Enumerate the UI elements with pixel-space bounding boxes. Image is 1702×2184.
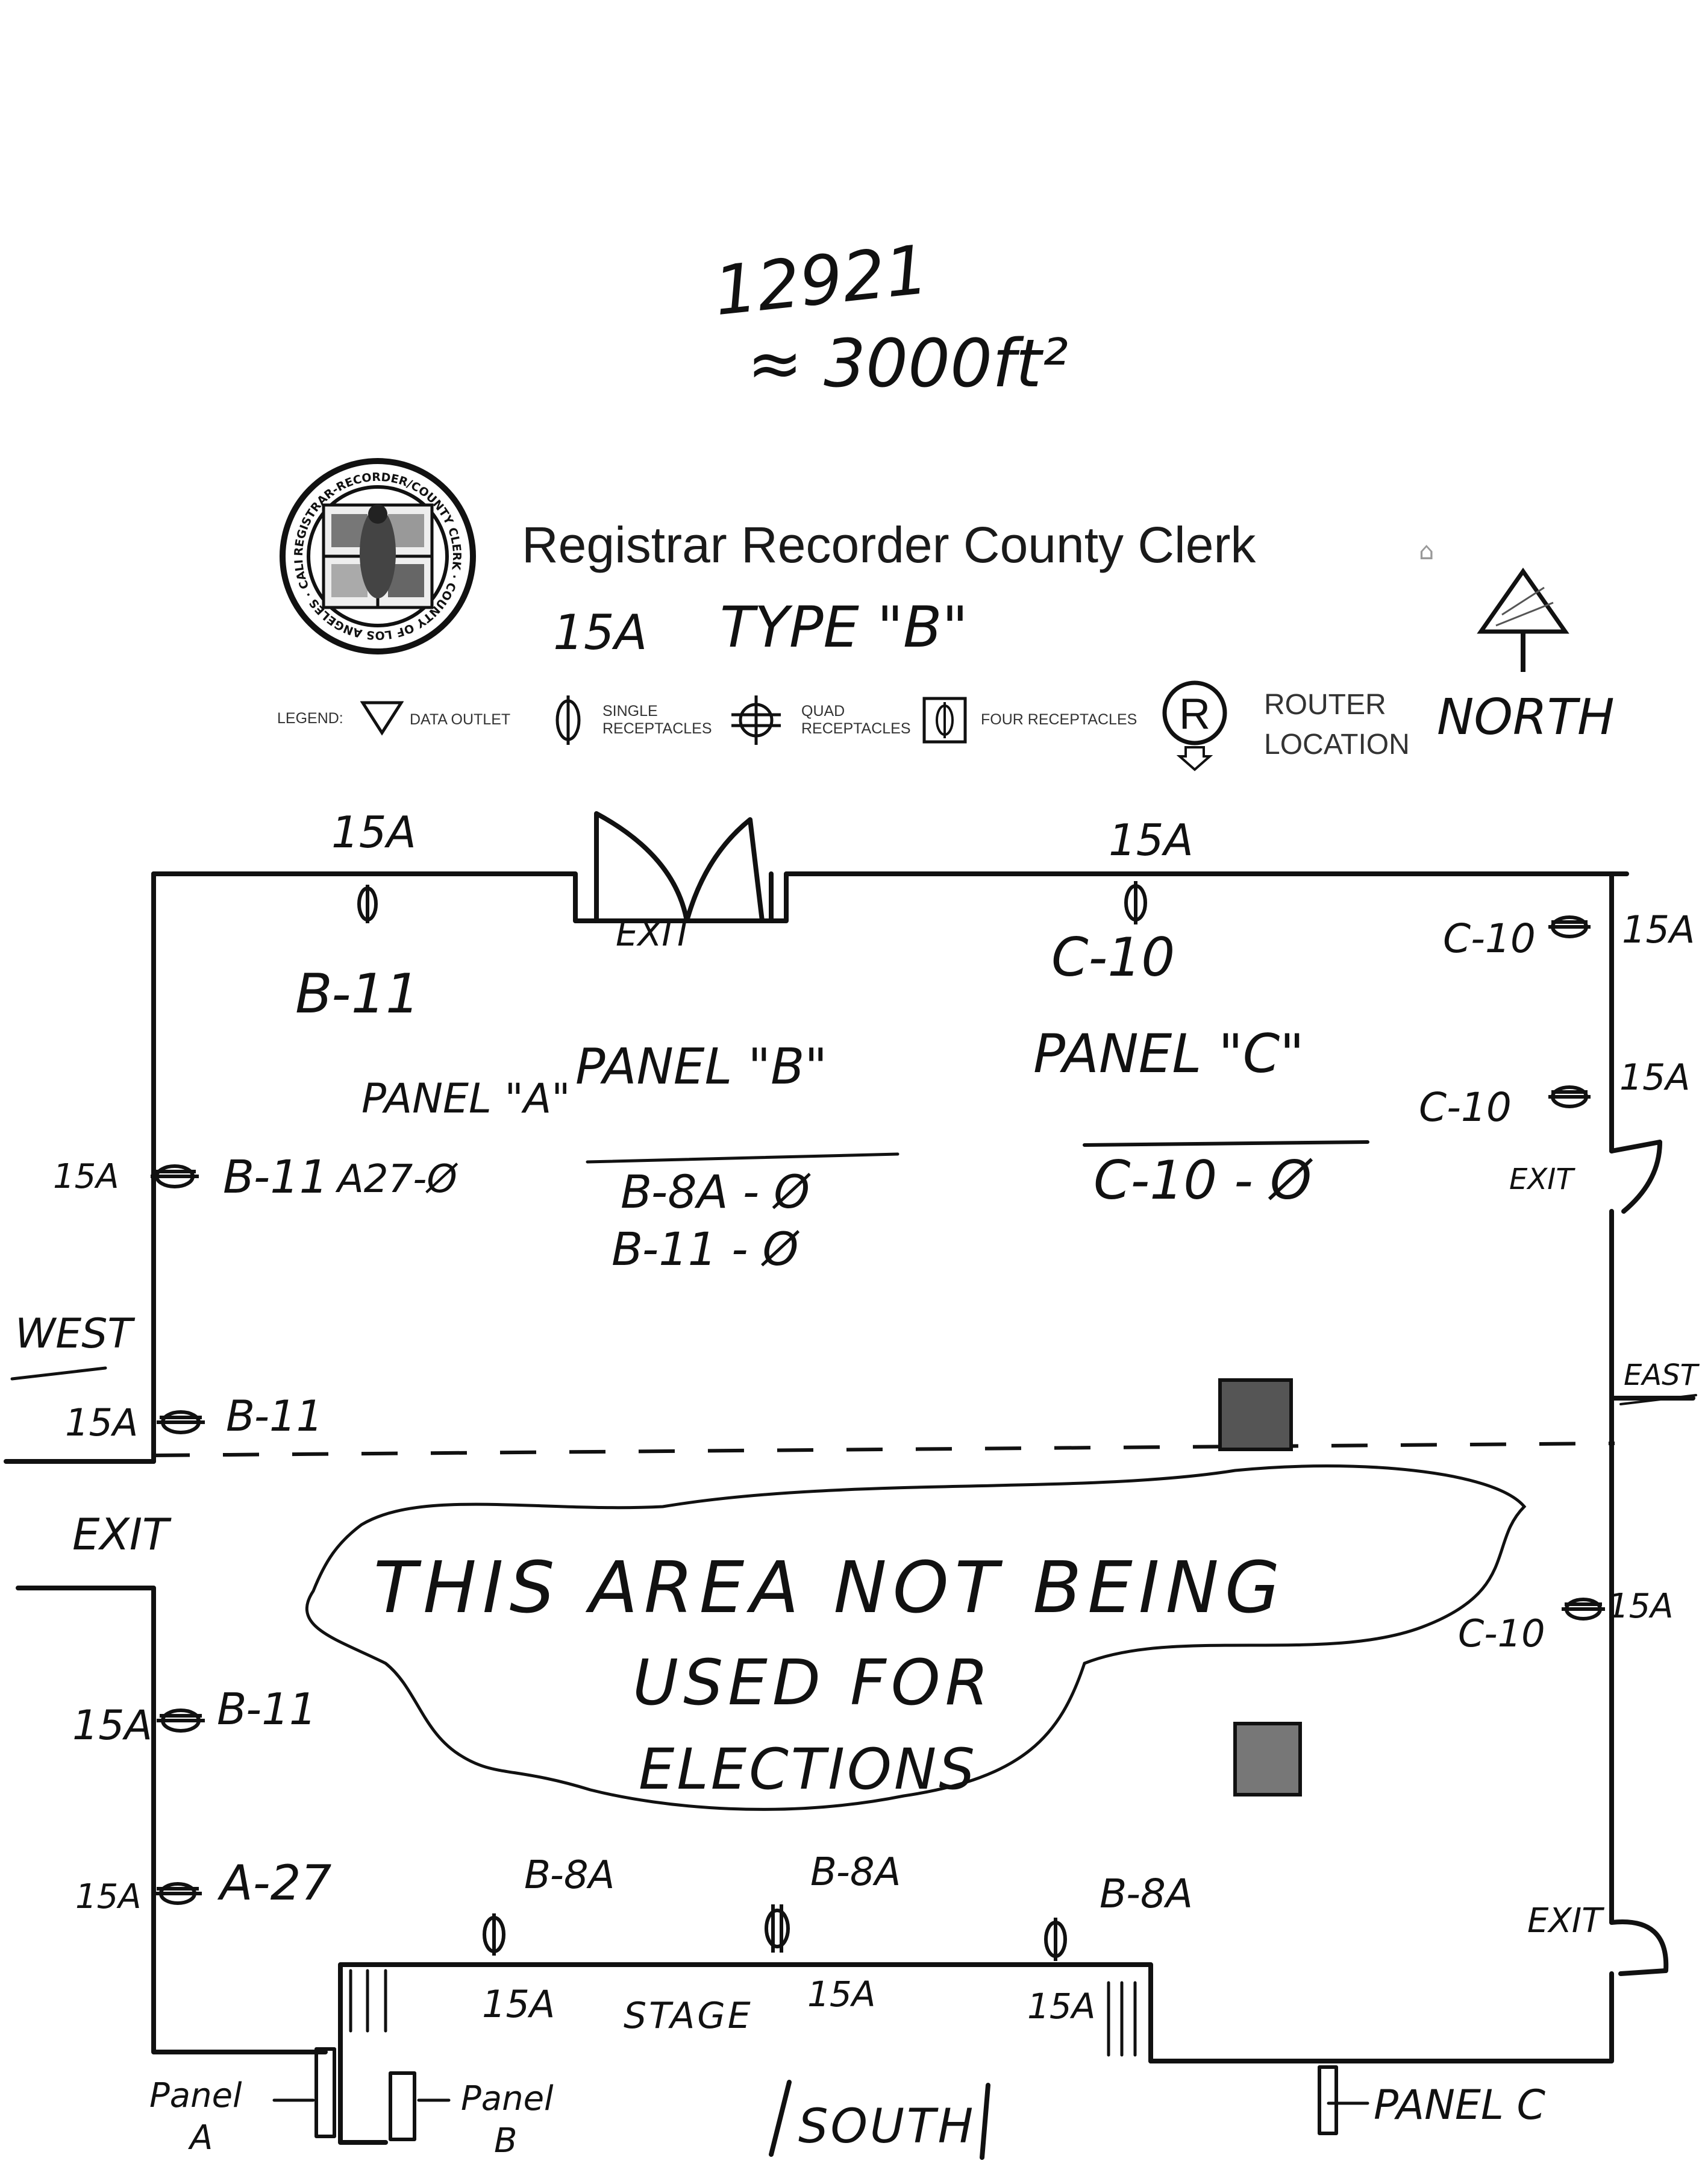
west-label: WEST	[15, 1310, 133, 1358]
outlet-bottom2-circuit: B-8A	[810, 1850, 901, 1895]
panel-b-title: PANEL "B"	[575, 1038, 828, 1096]
type-label: TYPE "B"	[720, 595, 968, 661]
amp-label: 15A	[553, 604, 648, 661]
panel-a-circuit: A27-Ø	[337, 1157, 457, 1202]
outlet-bottom1-amp: 15A	[482, 1982, 555, 2026]
outlet-right-mid-circuit: C-10	[1419, 1084, 1512, 1131]
outlet-right-top-amp: 15A	[1622, 908, 1695, 952]
panel-b-circuit-1: B-8A - Ø	[621, 1165, 810, 1219]
outlet-right-low-amp: 15A	[1607, 1587, 1674, 1626]
panel-c-box	[1318, 2065, 1338, 2135]
outlet-top-mid-amp: 15A	[1109, 815, 1194, 865]
outlet-top-left-circuit: B-11	[295, 962, 421, 1026]
router-icon: R	[1162, 680, 1227, 771]
county-seal-logo: REGISTRAR-RECORDER/COUNTY CLERK · COUNTY…	[278, 457, 476, 654]
east-exit-top-label: EXIT	[1509, 1163, 1574, 1196]
outlet-bottom2-amp: 15A	[807, 1974, 876, 2015]
legend-single-label: SINGLE RECEPTACLES	[602, 703, 712, 737]
panel-a-title: PANEL "A"	[361, 1075, 571, 1123]
receptacle-left-3	[157, 1709, 205, 1733]
outlet-top-mid-circuit: C-10	[1051, 926, 1175, 988]
outlet-left1-circuit: B-11	[223, 1150, 328, 1203]
outlet-left4-circuit: A-27	[220, 1855, 332, 1911]
column-south	[1233, 1722, 1302, 1796]
legend-data-outlet-label: DATA OUTLET	[410, 711, 511, 728]
svg-text:R: R	[1179, 690, 1210, 738]
north-exit-label: EXIT	[616, 913, 693, 954]
outlet-right-mid-amp: 15A	[1619, 1056, 1691, 1099]
panel-c-location: PANEL C	[1374, 2082, 1545, 2129]
receptacle-top-left	[357, 885, 378, 923]
single-receptacle-icon	[555, 695, 581, 745]
area-note: ≈ 3000ft²	[747, 325, 1069, 402]
unused-area-line3: ELECTIONS	[639, 1737, 977, 1803]
column-north	[1218, 1378, 1293, 1451]
unused-area-line1: THIS AREA NOT BEING	[374, 1546, 1286, 1629]
panel-a-location-line2: A	[190, 2118, 213, 2157]
org-title: Registrar Recorder County Clerk	[522, 516, 1256, 573]
receptacle-right-2	[1548, 1085, 1591, 1108]
home-icon: ⌂	[1419, 538, 1434, 565]
legend-four-label: FOUR RECEPTACLES	[981, 711, 1137, 728]
east-exit-bottom-label: EXIT	[1527, 1901, 1603, 1941]
stage-outline	[338, 1962, 1153, 2063]
area-divider-line	[153, 1442, 1615, 1457]
outlet-left1-amp: 15A	[53, 1157, 119, 1196]
receptacle-left-2	[157, 1410, 205, 1434]
data-outlet-triangle-icon	[360, 701, 404, 736]
receptacle-bottom-1	[483, 1913, 505, 1956]
outlet-bottom3-circuit: B-8A	[1100, 1871, 1194, 1917]
quad-receptacle-icon	[731, 695, 781, 745]
outlet-top-left-amp: 15A	[331, 807, 416, 858]
panel-b-box	[389, 2071, 416, 2141]
legend-title: LEGEND:	[277, 710, 343, 727]
outlet-left3-circuit: B-11	[217, 1684, 317, 1734]
unused-area-cloud	[305, 1464, 1527, 1811]
north-arrow-icon	[1477, 567, 1569, 672]
receptacle-left-1	[151, 1164, 199, 1188]
router-label-line1: ROUTER	[1264, 689, 1386, 721]
south-label: SOUTH	[798, 2100, 976, 2154]
receptacle-bottom-2	[765, 1904, 790, 1953]
panel-a-box	[314, 2047, 336, 2138]
receptacle-bottom-3	[1044, 1918, 1067, 1961]
outlet-bottom1-circuit: B-8A	[524, 1853, 615, 1898]
panel-b-location-line1: Panel	[461, 2079, 554, 2118]
four-receptacle-box-icon	[922, 697, 967, 744]
panel-c-circuit: C-10 - Ø	[1093, 1149, 1312, 1211]
panel-a-location-line1: Panel	[149, 2076, 242, 2115]
legend-quad-label: QUAD RECEPTACLES	[801, 703, 911, 737]
unused-area-line2: USED FOR	[633, 1646, 993, 1719]
outlet-left4-amp: 15A	[75, 1877, 142, 1916]
receptacle-left-4	[154, 1882, 202, 1905]
outlet-left2-circuit: B-11	[226, 1392, 324, 1441]
router-label-line2: LOCATION	[1264, 729, 1410, 761]
panel-b-circuit-2: B-11 - Ø	[612, 1222, 799, 1276]
receptacle-right-1	[1548, 915, 1591, 938]
outlet-right-low-circuit: C-10	[1458, 1611, 1545, 1655]
north-label: NORTH	[1437, 689, 1615, 746]
outlet-left3-amp: 15A	[72, 1702, 153, 1749]
north-exit-door	[594, 811, 689, 923]
east-label: EAST	[1624, 1358, 1698, 1392]
west-exit-label: EXIT	[72, 1509, 169, 1560]
stage-label: STAGE	[624, 1995, 753, 2037]
outlet-left2-amp: 15A	[65, 1401, 139, 1445]
receptacle-right-3	[1562, 1598, 1605, 1621]
receptacle-top-mid	[1124, 881, 1147, 924]
panel-c-title: PANEL "C"	[1033, 1023, 1304, 1085]
outlet-right-top-circuit: C-10	[1443, 915, 1536, 962]
outlet-bottom3-amp: 15A	[1027, 1986, 1096, 2027]
panel-b-location-line2: B	[494, 2121, 518, 2160]
